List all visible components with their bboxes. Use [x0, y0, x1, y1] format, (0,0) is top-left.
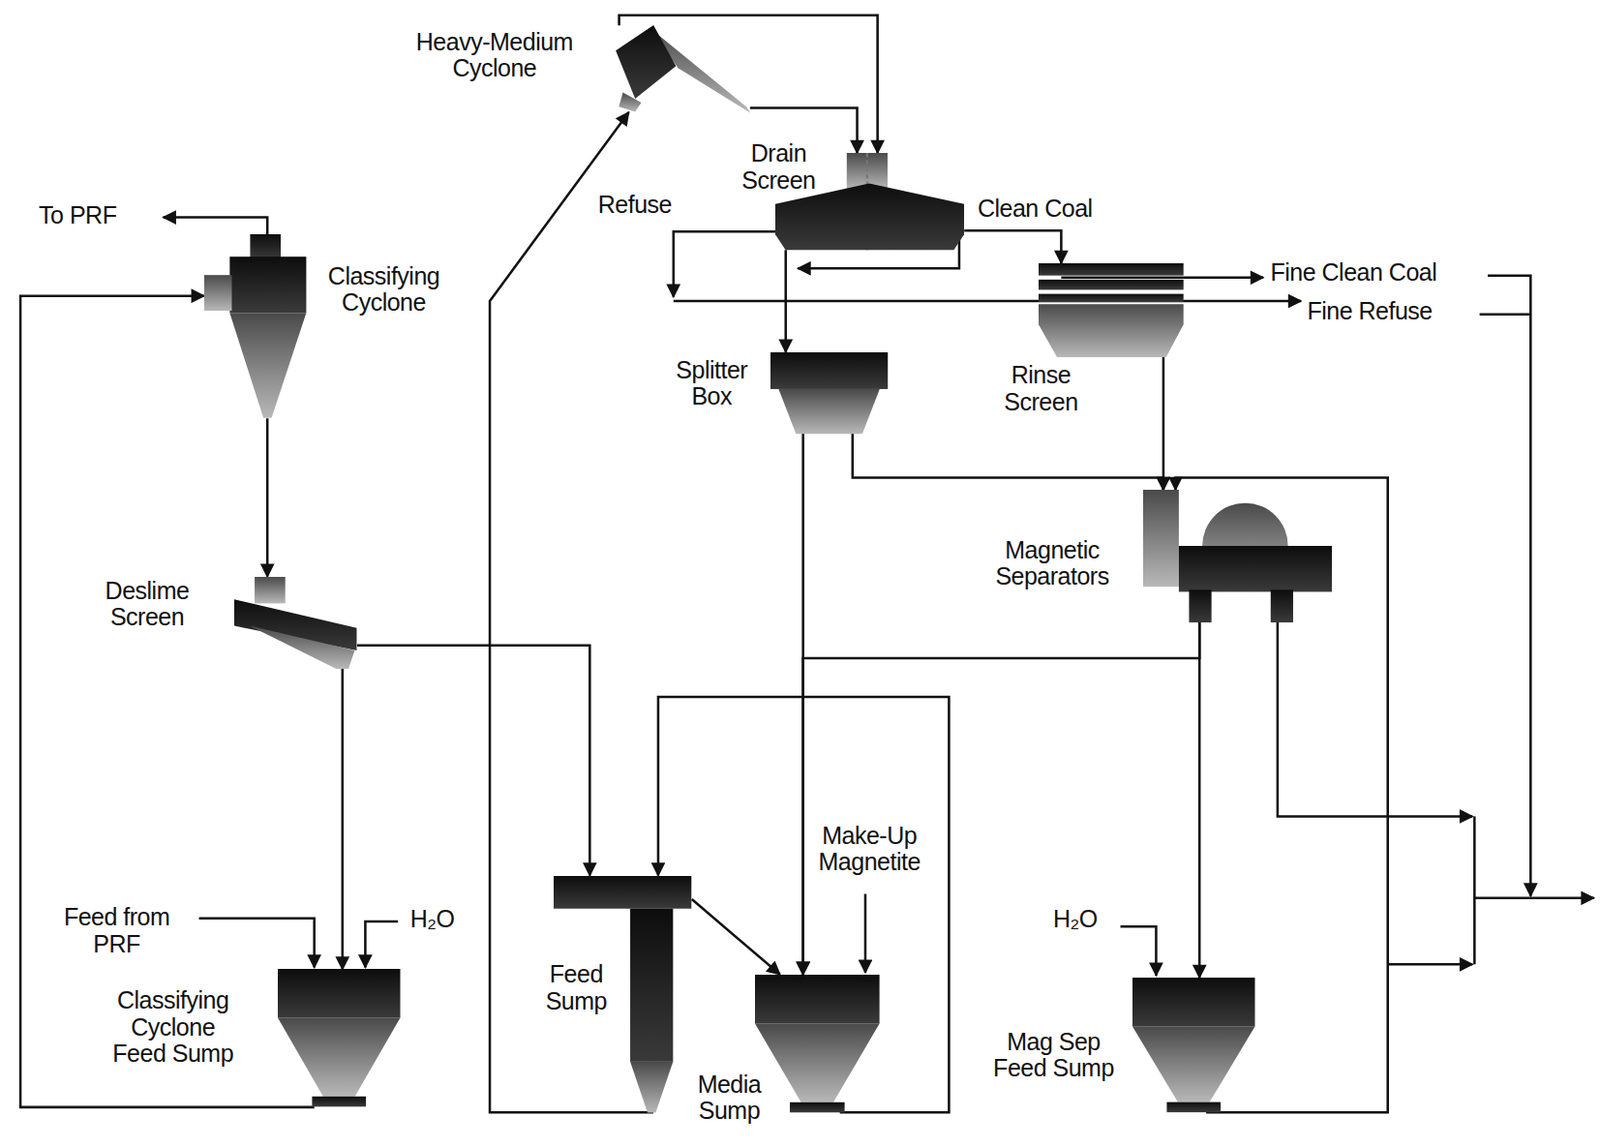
flow-connector: [803, 622, 1201, 975]
equipment-node: Drain Screen: [775, 152, 965, 250]
stream-line-group: [163, 217, 1595, 976]
equipment-label: Deslime Screen: [93, 577, 201, 632]
equipment-icon: [1038, 263, 1184, 358]
flow-connector: [341, 668, 345, 970]
discharge-line: [1474, 896, 1594, 900]
equipment-label: Media Sump: [685, 1071, 773, 1125]
stream-label: Clean Coal: [977, 195, 1093, 223]
clean-coal-line: [1060, 275, 1264, 279]
equipment-node: Deslime Screen: [234, 576, 358, 669]
equipment-icon: [612, 25, 751, 113]
tailings-line: [1277, 614, 1473, 817]
equipment-icon: [204, 234, 306, 419]
flow-connector: [266, 418, 270, 576]
stream-label: Make-Up Magnetite: [804, 822, 936, 876]
equipment-label: Feed Sump: [532, 961, 620, 1015]
flow-connector: [357, 645, 590, 876]
tailings-line: [1388, 963, 1473, 967]
product-line: [1479, 312, 1532, 316]
equipment-label: Classifying Cyclone: [311, 263, 457, 317]
equipment-icon: [1143, 489, 1332, 623]
tailings-line: [1473, 815, 1477, 965]
equipment-node: Magnetic Separators: [1143, 489, 1332, 623]
equipment-label: Rinse Screen: [987, 362, 1094, 416]
flow-connector: [784, 249, 787, 352]
equipment-node: Heavy-Medium Cyclone: [612, 25, 751, 113]
flow-connector: [20, 296, 315, 1108]
equipment-icon: [754, 974, 880, 1113]
stream-label: Fine Clean Coal: [1269, 259, 1437, 287]
overflow-line: [163, 217, 269, 236]
refuse-line: [673, 300, 1301, 303]
equipment-label: Mag Sep Feed Sump: [987, 1028, 1119, 1083]
flow-connector: [489, 112, 654, 1113]
equipment-node: Mag Sep Feed Sump: [1132, 977, 1256, 1113]
equipment-label: Splitter Box: [663, 357, 760, 411]
equipment-node: Rinse Screen: [1038, 263, 1184, 358]
water-line: [1120, 926, 1157, 976]
equipment-icon: [277, 968, 401, 1107]
feed-line: [199, 918, 315, 968]
product-line: [1487, 275, 1531, 897]
makeup-line: [864, 894, 868, 973]
equipment-icon: [770, 352, 888, 434]
stream-label: To PRF: [38, 202, 117, 230]
equipment-node: Splitter Box: [770, 352, 888, 434]
equipment-label: Drain Screen: [732, 140, 825, 194]
equipment-node: Classifying Cyclone Feed Sump: [277, 968, 401, 1107]
stream-label: H₂O: [410, 905, 455, 934]
equipment-node: Media Sump: [754, 974, 880, 1113]
stream-label: Refuse: [598, 191, 672, 219]
flow-connector: [1162, 357, 1166, 490]
equipment-label: Magnetic Separators: [979, 537, 1125, 591]
equipment-icon: [1132, 977, 1256, 1113]
flow-connector: [852, 433, 1164, 490]
flow-connector: [964, 230, 1061, 264]
flow-connector: [692, 899, 781, 975]
stream-label: Fine Refuse: [1306, 298, 1432, 326]
stream-label: H₂O: [1053, 905, 1098, 934]
equipment-icon: [234, 576, 358, 669]
equipment-label: Classifying Cyclone Feed Sump: [107, 987, 240, 1068]
refuse-line: [673, 231, 776, 297]
equipment-node: Classifying Cyclone: [204, 234, 306, 419]
flow-connector: [1198, 622, 1202, 978]
water-line: [364, 921, 398, 967]
stream-label: Feed from PRF: [49, 904, 185, 958]
equipment-label: Heavy-Medium Cyclone: [392, 29, 597, 83]
equipment-node: Feed Sump: [553, 875, 692, 1114]
